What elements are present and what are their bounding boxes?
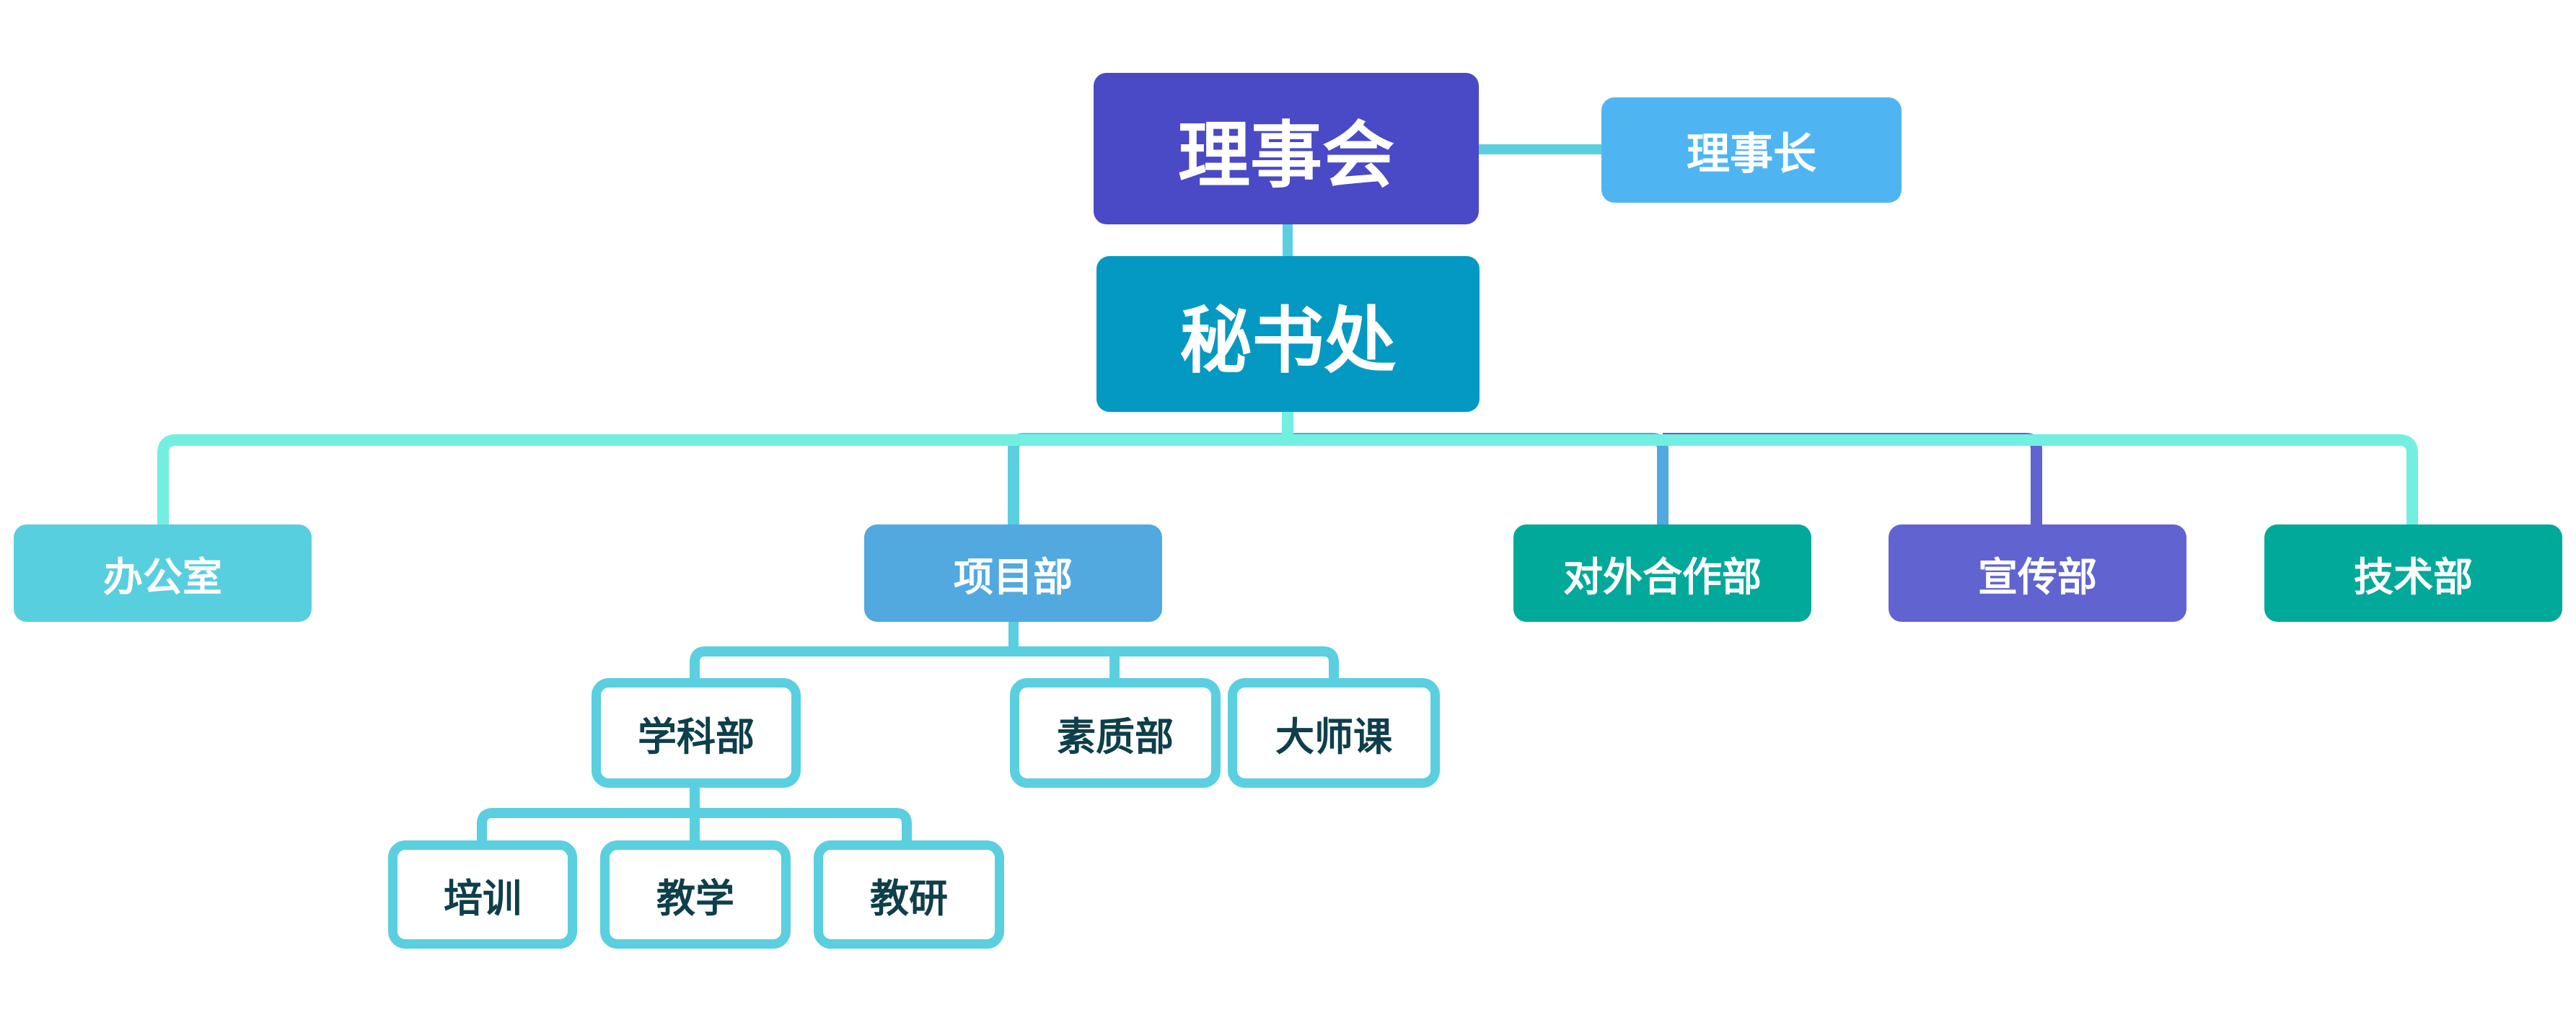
node-teaching: 教学 [600,840,791,949]
connector-to-external [1288,433,1669,530]
connector-subjects-children [477,808,912,845]
node-masterclass: 大师课 [1228,678,1440,788]
node-research: 教研 [814,840,1004,949]
connector-to-publicity [1663,433,2042,530]
node-publicity: 宣传部 [1889,524,2186,622]
node-office: 办公室 [14,524,312,622]
node-chairman: 理事长 [1601,97,1902,203]
node-external: 对外合作部 [1513,524,1811,622]
node-secretariat: 秘书处 [1096,256,1480,412]
connector-projects-children [690,646,1339,682]
node-tech: 技术部 [2264,524,2562,622]
connector-to-projects [1008,410,1293,530]
connector-main-bus [157,434,2418,530]
node-training: 培训 [388,840,577,949]
node-projects: 项目部 [864,524,1162,622]
node-subjects: 学科部 [592,678,801,788]
node-quality: 素质部 [1010,678,1221,788]
node-board: 理事会 [1094,73,1479,224]
